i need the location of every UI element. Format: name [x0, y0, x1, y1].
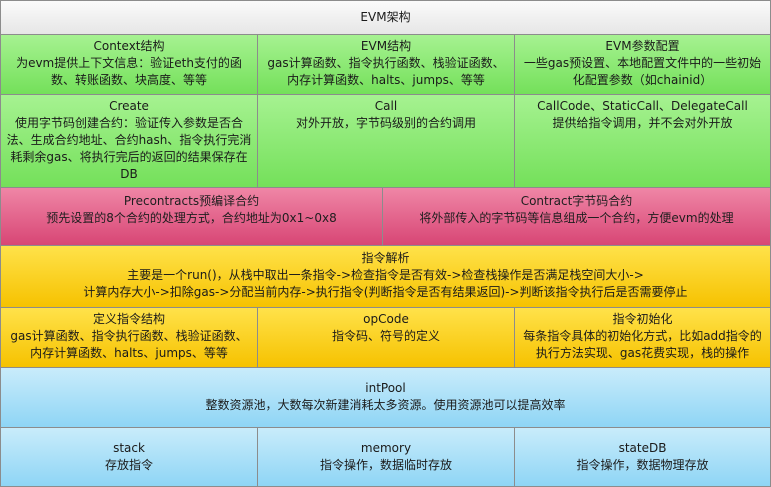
evm-config-desc: 一些gas预设置、本地配置文件中的一些初始化配置参数（如chainid）: [523, 56, 762, 87]
precontracts-box: Precontracts预编译合约 预先设置的8个合约的处理方式，合约地址为0x…: [0, 187, 383, 246]
memory-box: memory 指令操作，数据临时存放: [257, 427, 515, 487]
evm-config-box: EVM参数配置 一些gas预设置、本地配置文件中的一些初始化配置参数（如chai…: [514, 34, 771, 95]
call-desc: 对外开放，字节码级别的合约调用: [295, 116, 476, 130]
evm-struct-desc: gas计算函数、指令执行函数、栈验证函数、内存计算函数、halts、jumps、…: [267, 56, 505, 87]
define-instruction-desc: gas计算函数、指令执行函数、栈验证函数、内存计算函数、halts、jumps、…: [10, 329, 248, 360]
intpool-box: intPool 整数资源池，大数每次新建消耗太多资源。使用资源池可以提高效率: [0, 367, 771, 428]
statedb-box: stateDB 指令操作，数据物理存放: [514, 427, 771, 487]
contract-bytecode-title: Contract字节码合约: [520, 194, 633, 208]
memory-desc: 指令操作，数据临时存放: [319, 458, 452, 472]
statedb-title: stateDB: [618, 441, 667, 455]
opcode-title: opCode: [363, 312, 409, 326]
stack-title: stack: [113, 441, 145, 455]
intpool-desc: 整数资源池，大数每次新建消耗太多资源。使用资源池可以提高效率: [205, 398, 566, 412]
contract-bytecode-desc: 将外部传入的字节码等信息组成一个合约，方便evm的处理: [419, 211, 734, 225]
intpool-title: intPool: [365, 381, 406, 395]
evm-struct-box: EVM结构 gas计算函数、指令执行函数、栈验证函数、内存计算函数、halts、…: [257, 34, 515, 95]
callcode-desc: 提供给指令调用，并不会对外开放: [552, 116, 733, 130]
callcode-box: CallCode、StaticCall、DelegateCall 提供给指令调用…: [514, 94, 771, 188]
evm-config-title: EVM参数配置: [605, 39, 680, 53]
instruction-parse-box: 指令解析 主要是一个run()，从栈中取出一条指令->检查指令是否有效->检查栈…: [0, 245, 771, 308]
create-desc: 使用字节码创建合约：验证传入参数是否合法、生成合约地址、合约hash、指令执行完…: [6, 116, 252, 181]
contract-bytecode-box: Contract字节码合约 将外部传入的字节码等信息组成一个合约，方便evm的处…: [382, 187, 771, 246]
instruction-parse-title: 指令解析: [361, 251, 410, 265]
context-struct-box: Context结构 为evm提供上下文信息：验证eth支付的函数、转账函数、块高…: [0, 34, 258, 95]
stack-box: stack 存放指令: [0, 427, 258, 487]
define-instruction-title: 定义指令结构: [92, 312, 165, 326]
create-title: Create: [109, 99, 149, 113]
instruction-init-title: 指令初始化: [612, 312, 673, 326]
evm-struct-title: EVM结构: [360, 39, 412, 53]
callcode-title: CallCode、StaticCall、DelegateCall: [537, 99, 748, 113]
opcode-desc: 指令码、符号的定义: [331, 329, 440, 343]
diagram-title-box: EVM架构: [0, 0, 771, 35]
opcode-box: opCode 指令码、符号的定义: [257, 307, 515, 368]
context-struct-title: Context结构: [93, 39, 165, 53]
instruction-init-desc: 每条指令具体的初始化方式，比如add指令的执行方法实现、gas花费实现，栈的操作: [523, 329, 762, 360]
precontracts-desc: 预先设置的8个合约的处理方式，合约地址为0x1~0x8: [46, 211, 337, 225]
instruction-parse-desc: 主要是一个run()，从栈中取出一条指令->检查指令是否有效->检查栈操作是否满…: [83, 268, 688, 299]
instruction-init-box: 指令初始化 每条指令具体的初始化方式，比如add指令的执行方法实现、gas花费实…: [514, 307, 771, 368]
context-struct-desc: 为evm提供上下文信息：验证eth支付的函数、转账函数、块高度、等等: [16, 56, 242, 87]
define-instruction-box: 定义指令结构 gas计算函数、指令执行函数、栈验证函数、内存计算函数、halts…: [0, 307, 258, 368]
memory-title: memory: [360, 441, 412, 455]
precontracts-title: Precontracts预编译合约: [123, 194, 260, 208]
create-box: Create 使用字节码创建合约：验证传入参数是否合法、生成合约地址、合约has…: [0, 94, 258, 188]
call-title: Call: [374, 99, 398, 113]
statedb-desc: 指令操作，数据物理存放: [576, 458, 709, 472]
call-box: Call 对外开放，字节码级别的合约调用: [257, 94, 515, 188]
diagram-title: EVM架构: [360, 10, 411, 24]
stack-desc: 存放指令: [104, 458, 153, 472]
